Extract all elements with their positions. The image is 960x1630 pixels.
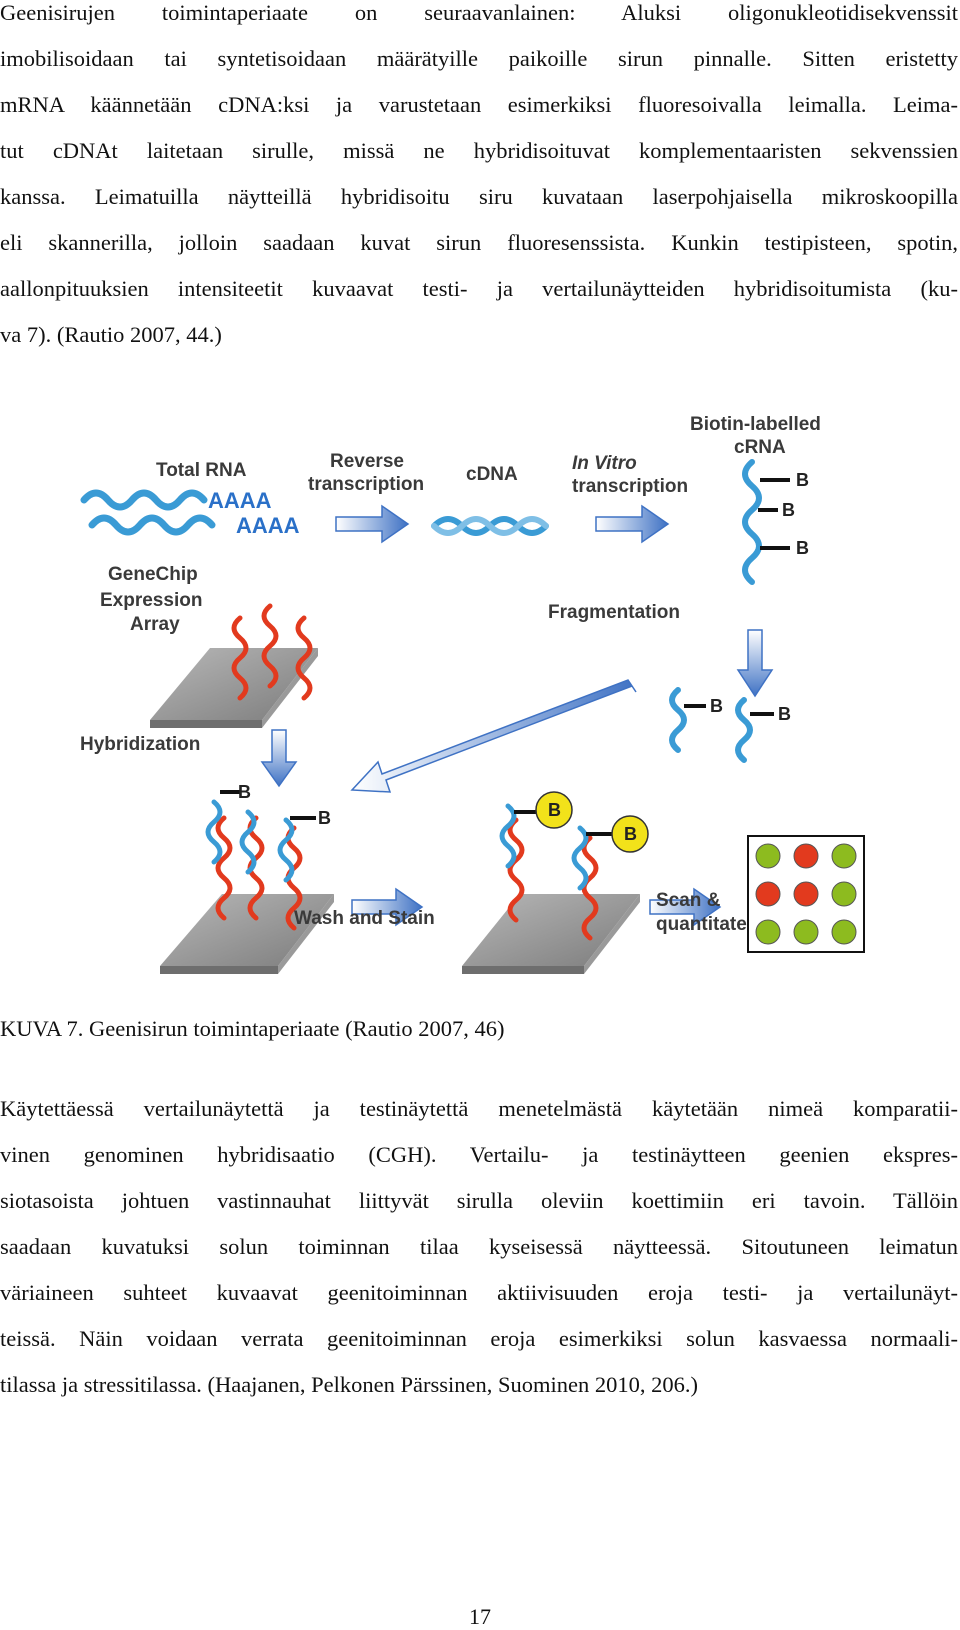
text-line: väriaineen suhteet kuvaavat geenitoiminn… [0, 1280, 958, 1305]
text-line: eli skannerilla, jolloin saadaan kuvat s… [0, 230, 958, 255]
scan-spot [793, 881, 819, 907]
biotin-marker: B [318, 808, 331, 828]
label-total-rna: Total RNA [156, 460, 247, 481]
text-line: aallonpituuksien intensiteetit kuvaavat … [0, 276, 958, 301]
label-in-vitro: In Vitro [572, 453, 637, 474]
text-line: Geenisirujen toimintaperiaate on seuraav… [0, 0, 958, 25]
text-line: va 7). (Rautio 2007, 44.) [0, 322, 222, 347]
label-fragmentation: Fragmentation [548, 602, 680, 623]
biotin-marker: B [624, 824, 637, 844]
text-line: saadaan kuvatuksi solun toiminnan tilaa … [0, 1234, 958, 1259]
scan-spot [793, 843, 819, 869]
scan-spot [755, 881, 781, 907]
paragraph-cgh: Käytettäessä vertailunäytettä ja testinä… [0, 1086, 958, 1408]
text-line: imobilisoidaan tai syntetisoidaan määrät… [0, 46, 958, 71]
fragmented-crna [669, 687, 774, 763]
text-line: tut cDNAt laitetaan sirulle, missä ne hy… [0, 138, 958, 163]
label-scan-quantitate: Scan & [656, 890, 721, 911]
label-biotin-labelled: Biotin-labelled [690, 414, 821, 435]
scan-spot [831, 881, 857, 907]
scan-spot [831, 919, 857, 945]
text-line: teissä. Näin voidaan verrata geenitoimin… [0, 1326, 958, 1351]
arrow-icon [351, 887, 424, 927]
arrow-down-icon [260, 729, 298, 788]
label-scan-quantitate: quantitate [656, 914, 747, 935]
biotin-marker: B [796, 538, 809, 558]
poly-a-tail: AAAA [208, 488, 272, 513]
biotin-crna-strand [742, 459, 790, 585]
genechip-workflow-figure: Total RNA AAAA AAAA Reverse transcriptio… [80, 414, 865, 974]
scan-spot [755, 919, 781, 945]
arrow-icon [595, 504, 670, 544]
stained-chip [462, 791, 649, 974]
scan-spot [793, 919, 819, 945]
biotin-marker: B [238, 782, 251, 802]
paragraph-intro: Geenisirujen toimintaperiaate on seuraav… [0, 0, 958, 358]
label-genechip: Array [130, 614, 180, 635]
label-hybridization: Hybridization [80, 734, 200, 755]
label-reverse-transcription: transcription [308, 474, 424, 495]
cdna-double-strand [431, 516, 549, 536]
scan-spots [755, 843, 857, 945]
text-line: Käytettäessä vertailunäytettä ja testinä… [0, 1096, 958, 1121]
hybridized-chip [160, 790, 334, 974]
poly-a-tail: AAAA [236, 513, 300, 538]
figure-caption: KUVA 7. Geenisirun toimintaperiaate (Rau… [0, 1016, 505, 1041]
text-line: tilassa ja stressitilassa. (Haajanen, Pe… [0, 1372, 699, 1397]
text-line: vinen genominen hybridisaatio (CGH). Ver… [0, 1142, 958, 1167]
text-line: kanssa. Leimatuilla näytteillä hybridiso… [0, 184, 958, 209]
label-reverse-transcription: Reverse [330, 451, 404, 472]
label-wash-and-stain: Wash and Stain [294, 908, 435, 929]
label-cdna: cDNA [466, 464, 518, 485]
biotin-marker: B [778, 704, 791, 724]
biotin-marker: B [548, 800, 561, 820]
label-genechip: GeneChip [108, 564, 198, 585]
label-genechip: Expression [100, 590, 202, 611]
arrow-down-icon [736, 629, 774, 698]
text-line: mRNA käännetään cDNA:ksi ja varustetaan … [0, 92, 958, 117]
text-line: siotasoista johtuen vastinnauhat liittyv… [0, 1188, 958, 1213]
biotin-marker: B [796, 470, 809, 490]
total-rna-strands [80, 489, 216, 536]
arrow-icon [335, 504, 410, 544]
scan-spot [831, 843, 857, 869]
biotin-marker: B [710, 696, 723, 716]
diagonal-arrow-icon [350, 679, 637, 793]
scan-spot [755, 843, 781, 869]
label-in-vitro: transcription [572, 476, 688, 497]
biotin-marker: B [782, 500, 795, 520]
genechip-array [150, 603, 318, 728]
label-biotin-labelled: cRNA [734, 437, 786, 458]
arrow-icon [649, 887, 722, 927]
page-number: 17 [469, 1604, 491, 1629]
